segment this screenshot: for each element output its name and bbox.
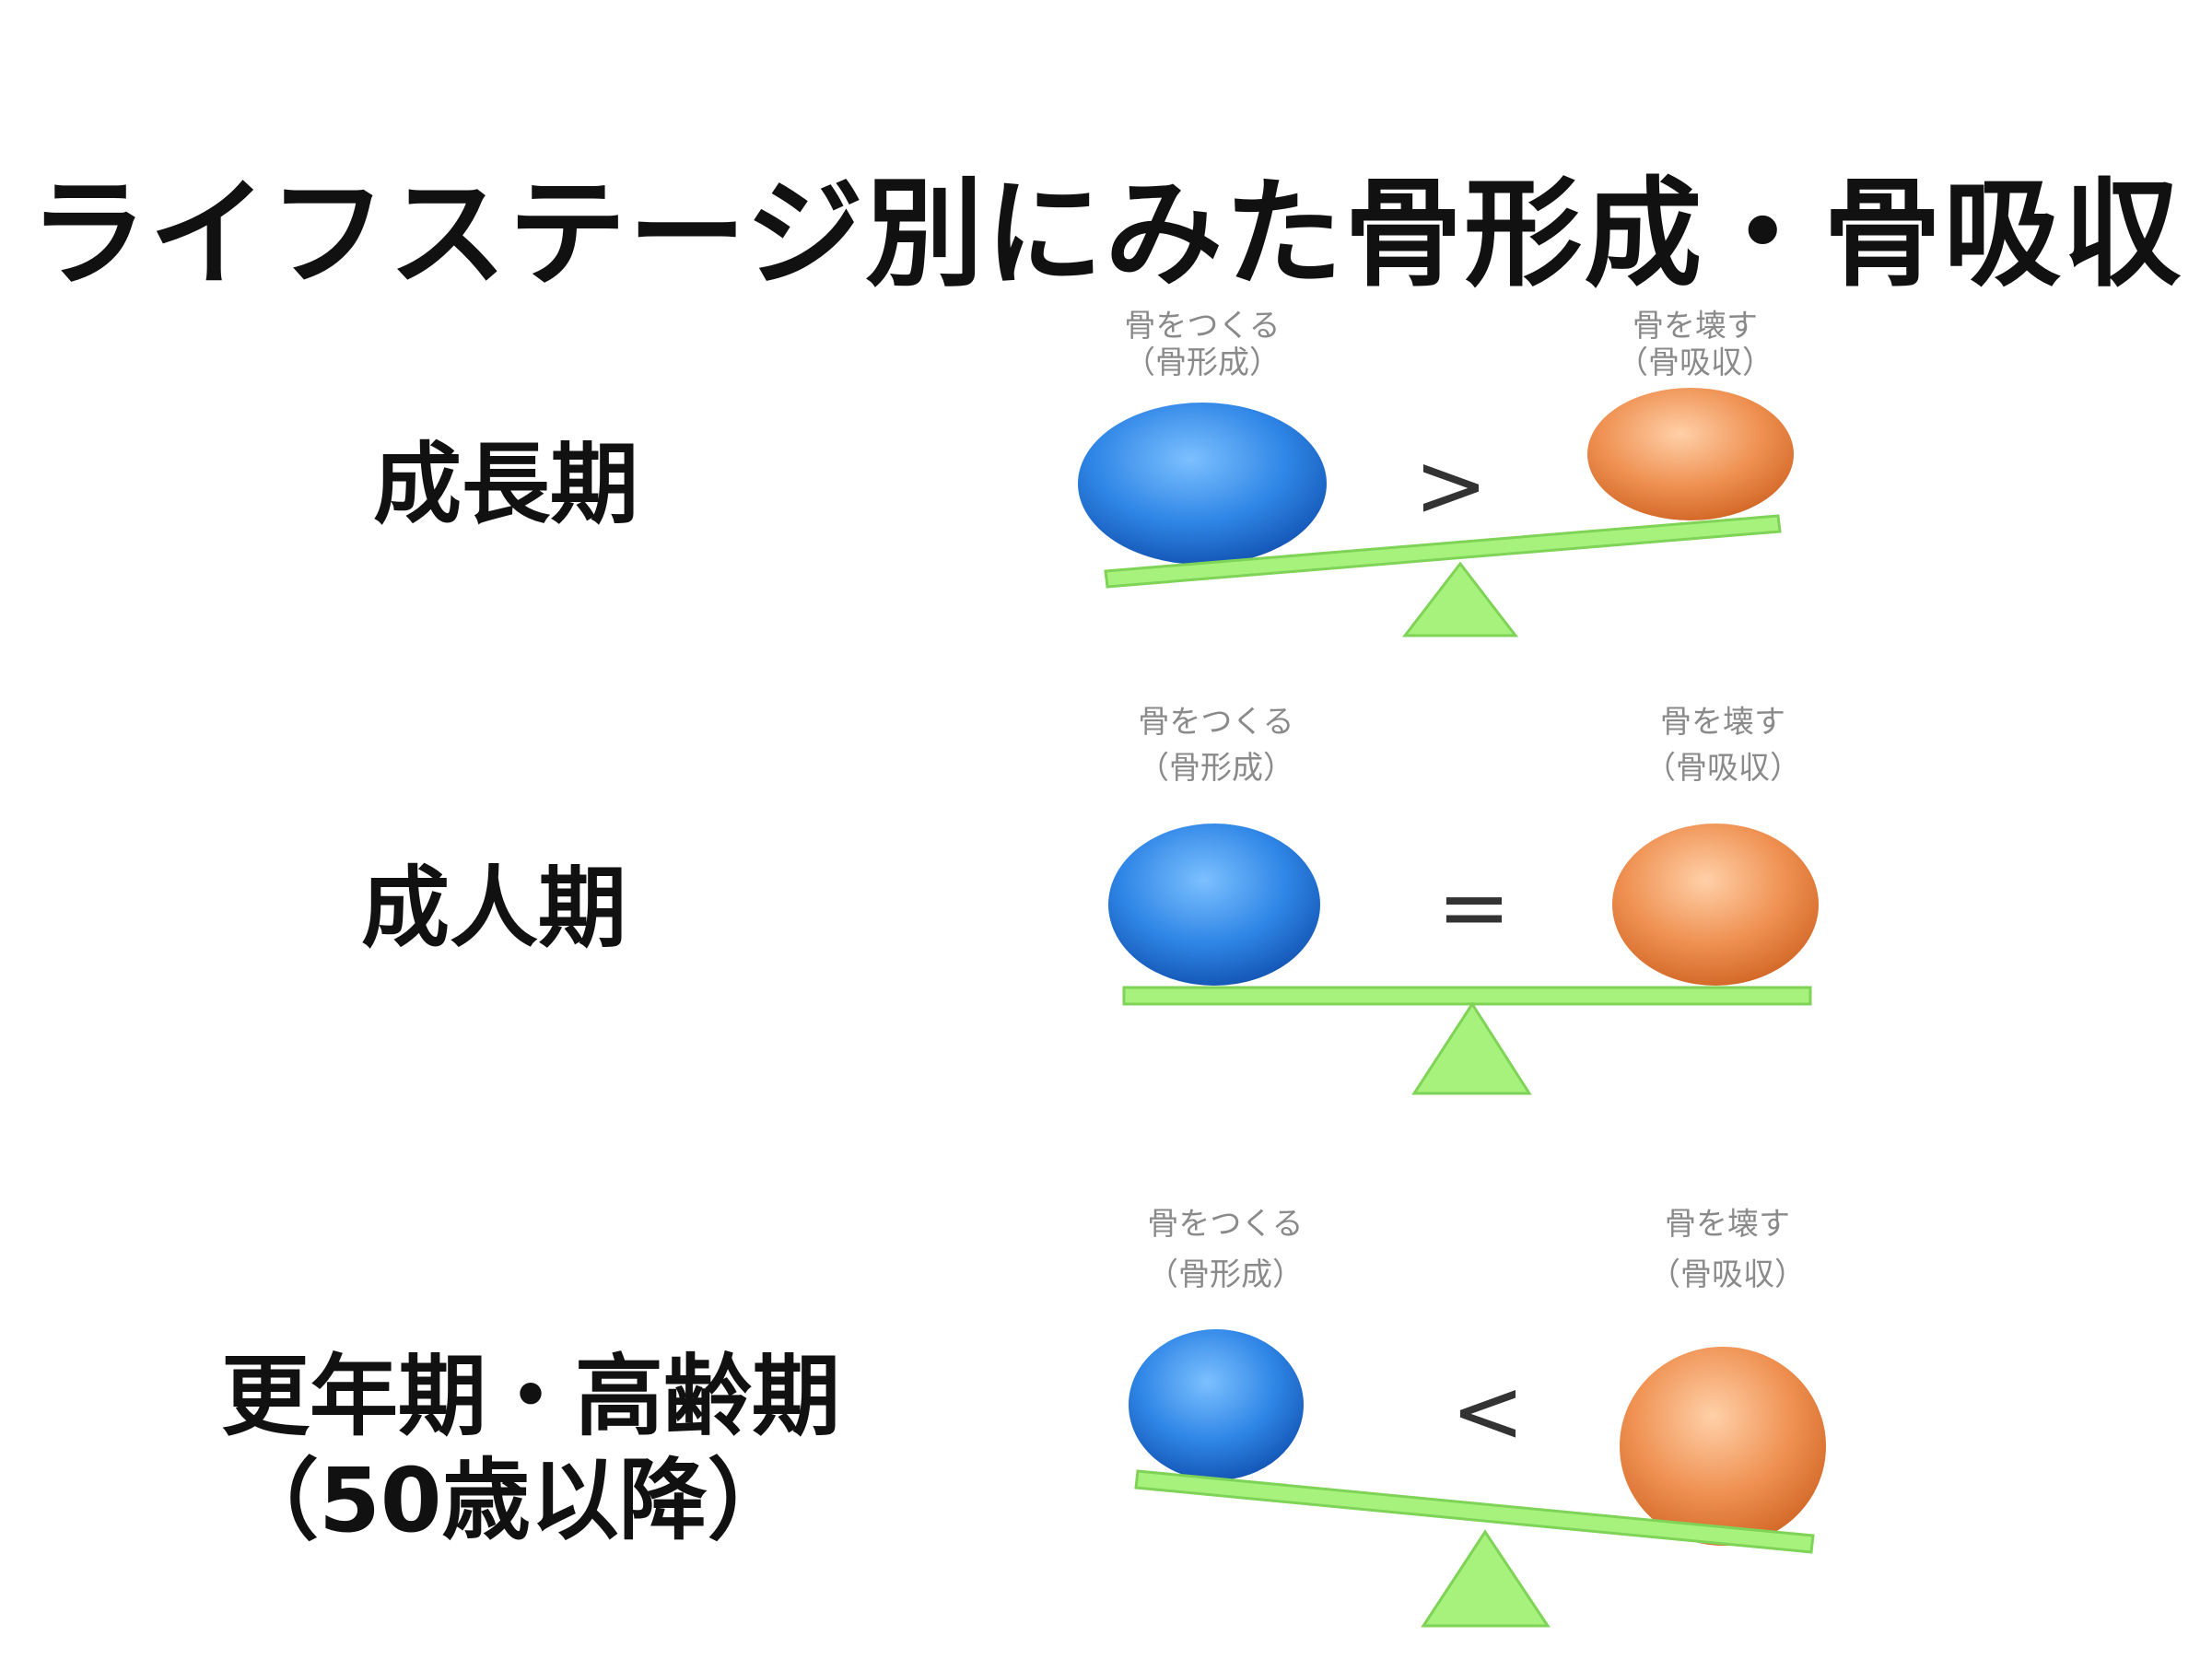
stage-label-growth: 成長期 [373, 433, 638, 537]
formation-label-line1: 骨をつくる [1147, 1206, 1303, 1243]
resorption-label-line1: 骨を壊す [1633, 308, 1758, 345]
formation-label-line1: 骨をつくる [1124, 308, 1280, 345]
seesaw-fulcrum [1401, 561, 1519, 637]
page-title: ライフステージ別にみた骨形成・骨吸収 [29, 166, 2183, 303]
seesaw-beam [1104, 514, 1782, 589]
bone-formation-ball [1078, 403, 1327, 565]
formation-label-line2: （骨形成） [1138, 750, 1294, 787]
seesaw-fulcrum [1421, 1529, 1551, 1628]
resorption-label-line1: 骨を壊す [1665, 1206, 1790, 1243]
bone-formation-ball [1129, 1329, 1304, 1480]
bone-resorption-ball [1587, 388, 1794, 520]
stage-label-menopause-elderly: 更年期・高齢期 （50歳以降） [221, 1345, 840, 1554]
bone-formation-ball [1108, 824, 1320, 986]
stage-label-adult: 成人期 [361, 857, 626, 961]
stage-name: 成長期 [373, 433, 638, 536]
stage-subtitle: （50歳以降） [230, 1449, 796, 1553]
resorption-label-line2: （骨吸収） [1617, 345, 1773, 381]
stage-name: 更年期・高齢期 [221, 1345, 840, 1448]
seesaw-beam [1122, 986, 1812, 1006]
resorption-label-line2: （骨吸収） [1644, 750, 1801, 787]
comparison-operator: = [1437, 856, 1511, 959]
seesaw-diagram-adult: 骨をつくる （骨形成） 骨を壊す （骨吸収） = [1108, 704, 1819, 1095]
comparison-operator: > [1414, 434, 1488, 537]
seesaw-diagram-elderly: 骨をつくる （骨形成） 骨を壊す （骨吸収） < [1129, 1206, 1826, 1628]
seesaw-beam [1134, 1469, 1815, 1554]
formation-label-line1: 骨をつくる [1138, 704, 1293, 741]
resorption-label-line2: （骨吸収） [1649, 1256, 1806, 1293]
seesaw-fulcrum [1411, 1001, 1532, 1095]
bone-resorption-ball [1612, 824, 1819, 986]
seesaw-diagram-growth: 骨をつくる （骨形成） 骨を壊す （骨吸収） > [1078, 308, 1794, 637]
formation-label-line2: （骨形成） [1124, 345, 1281, 381]
comparison-operator: < [1451, 1360, 1525, 1463]
stage-name: 成人期 [361, 857, 626, 960]
bone-resorption-ball [1620, 1347, 1826, 1546]
formation-label-line2: （骨形成） [1147, 1256, 1304, 1293]
resorption-label-line1: 骨を壊す [1660, 704, 1785, 741]
